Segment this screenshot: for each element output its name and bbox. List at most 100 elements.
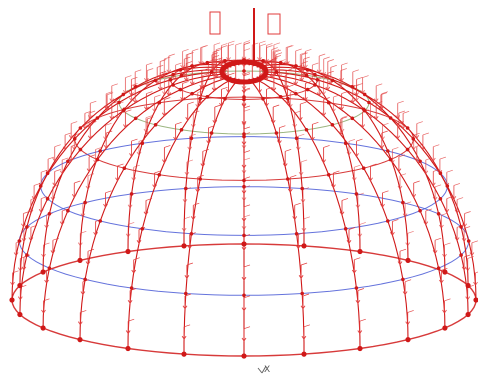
load-arrow bbox=[10, 270, 19, 286]
load-arrow bbox=[241, 204, 251, 222]
node bbox=[305, 87, 310, 92]
node bbox=[465, 311, 471, 318]
node bbox=[205, 60, 210, 65]
load-arrow bbox=[442, 242, 451, 258]
load-arrow bbox=[241, 326, 251, 342]
load-arrow bbox=[295, 232, 305, 250]
load-arrow bbox=[180, 48, 189, 69]
load-arrow bbox=[321, 56, 330, 77]
node bbox=[181, 243, 187, 249]
load-arrow bbox=[185, 101, 194, 122]
node bbox=[140, 141, 145, 145]
node bbox=[133, 85, 138, 89]
load-arrow bbox=[144, 68, 154, 88]
node bbox=[286, 177, 290, 181]
meridian-3 bbox=[259, 74, 446, 329]
node bbox=[357, 345, 363, 352]
node bbox=[386, 219, 390, 223]
node bbox=[401, 277, 405, 282]
node bbox=[98, 149, 102, 153]
meridian-6 bbox=[248, 78, 305, 355]
node bbox=[242, 134, 246, 139]
node bbox=[198, 177, 202, 181]
load-arrow bbox=[430, 169, 440, 187]
node bbox=[388, 157, 393, 162]
load-arrow bbox=[62, 132, 72, 151]
node bbox=[153, 123, 158, 127]
load-arrow bbox=[310, 121, 319, 141]
load-arrow bbox=[219, 86, 228, 107]
node bbox=[315, 78, 320, 82]
load-arrow bbox=[373, 83, 383, 103]
load-arrow bbox=[303, 81, 312, 102]
load-arrow bbox=[368, 163, 377, 182]
load-arrow bbox=[420, 132, 430, 151]
load-arrow bbox=[379, 91, 388, 110]
crown-load-box bbox=[267, 13, 281, 35]
node bbox=[198, 96, 202, 101]
load-arrow bbox=[411, 180, 420, 199]
load-arrow bbox=[257, 40, 266, 62]
load-arrow bbox=[310, 62, 319, 82]
load-arrow bbox=[28, 197, 38, 214]
load-arrow bbox=[123, 75, 132, 95]
load-arrow bbox=[50, 184, 60, 201]
node bbox=[157, 100, 162, 105]
load-arrow bbox=[465, 256, 474, 272]
load-arrow bbox=[380, 122, 389, 141]
load-arrow bbox=[297, 101, 307, 122]
node bbox=[300, 291, 305, 296]
node bbox=[190, 91, 194, 96]
load-arrow bbox=[190, 110, 200, 129]
node bbox=[38, 184, 43, 188]
node bbox=[438, 197, 443, 201]
node bbox=[189, 232, 194, 236]
node bbox=[436, 266, 441, 271]
load-arrow bbox=[152, 94, 161, 113]
node bbox=[242, 69, 246, 73]
load-arrow bbox=[346, 227, 356, 245]
node bbox=[286, 96, 290, 101]
load-arrow bbox=[287, 90, 297, 109]
node bbox=[205, 95, 210, 99]
node bbox=[294, 136, 299, 140]
load-arrow bbox=[354, 83, 363, 102]
load-arrow bbox=[357, 222, 366, 238]
node bbox=[181, 351, 187, 357]
node bbox=[179, 128, 184, 132]
load-arrow bbox=[86, 110, 96, 129]
node bbox=[47, 266, 52, 271]
load-arrow bbox=[127, 288, 137, 305]
node bbox=[17, 282, 23, 289]
node bbox=[242, 178, 246, 183]
load-arrow bbox=[430, 144, 440, 162]
load-arrow bbox=[303, 48, 312, 69]
node bbox=[357, 248, 363, 255]
load-arrow bbox=[86, 154, 96, 173]
crown-load-box bbox=[209, 11, 221, 35]
load-arrow bbox=[184, 159, 194, 176]
meridian-9 bbox=[127, 77, 236, 349]
load-arrow bbox=[212, 49, 221, 69]
node bbox=[241, 241, 247, 247]
load-arrow bbox=[181, 324, 191, 340]
node bbox=[418, 208, 422, 213]
load-arrow bbox=[166, 53, 175, 74]
load-arrow bbox=[219, 43, 228, 63]
node bbox=[361, 166, 366, 170]
load-arrow bbox=[339, 62, 348, 83]
load-arrow bbox=[77, 230, 87, 247]
node bbox=[278, 60, 283, 65]
node bbox=[386, 149, 390, 153]
node bbox=[362, 92, 367, 97]
node bbox=[178, 68, 183, 72]
load-arrow bbox=[161, 97, 171, 117]
node bbox=[438, 171, 443, 175]
node bbox=[367, 100, 371, 105]
node bbox=[442, 325, 448, 331]
load-arrow bbox=[103, 190, 112, 208]
node bbox=[326, 100, 331, 105]
load-arrow bbox=[212, 104, 221, 125]
node bbox=[305, 68, 310, 72]
